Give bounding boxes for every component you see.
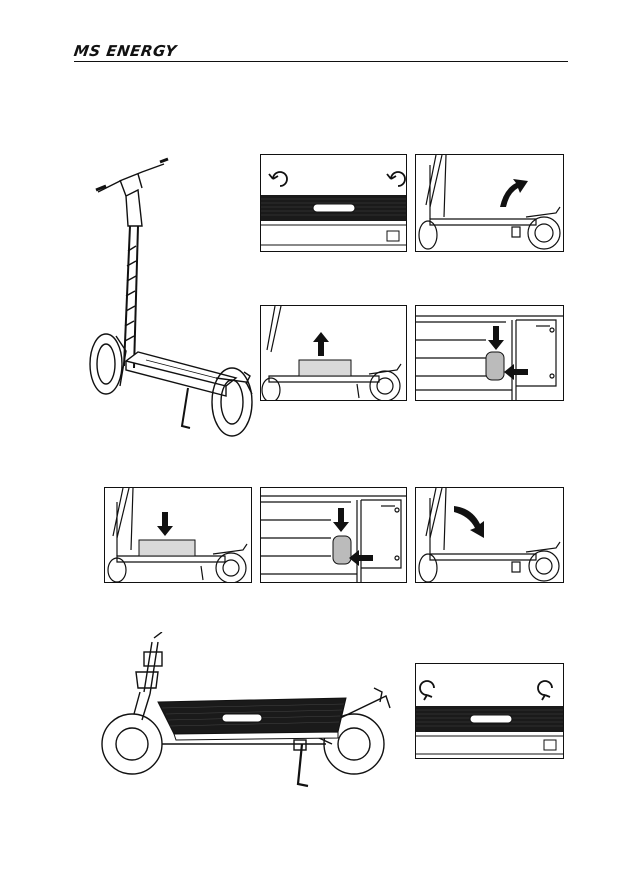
step-2-lift-deck <box>415 154 564 252</box>
rotate-ccw-icon <box>269 172 405 186</box>
step-7-close-deck <box>415 487 564 583</box>
arrow-up-icon <box>313 332 329 356</box>
step-6-connect-connector <box>260 487 407 583</box>
deck-top-view <box>261 155 407 252</box>
deck-top-view-2 <box>416 664 564 759</box>
step-8-fasten-panel <box>415 663 564 759</box>
connector-closeup-view-2 <box>261 488 407 583</box>
scooter-upright-figure <box>76 156 256 438</box>
scooter-upright-icon <box>76 156 256 438</box>
arrow-down-icon <box>157 512 173 536</box>
rotate-cw-icon <box>420 681 552 700</box>
header-rule <box>74 61 568 62</box>
step-4-disconnect-connector <box>415 305 564 401</box>
step-5-insert-battery <box>104 487 252 583</box>
step-1-unscrew-panel <box>260 154 407 252</box>
remove-battery-view <box>261 306 407 401</box>
arrow-down-icon <box>488 326 504 350</box>
lift-deck-view <box>416 155 564 252</box>
scooter-side-icon <box>96 632 396 792</box>
brand-logo: MS ENERGY <box>73 42 178 60</box>
arrow-down-icon <box>333 508 349 532</box>
close-deck-view <box>416 488 564 583</box>
page-header: MS ENERGY <box>74 38 568 64</box>
connector-closeup-view <box>416 306 564 401</box>
step-3-remove-battery <box>260 305 407 401</box>
curved-arrow-up-icon <box>500 179 528 207</box>
scooter-side-figure <box>96 632 396 792</box>
curved-arrow-down-icon <box>454 506 484 538</box>
insert-battery-view <box>105 488 252 583</box>
